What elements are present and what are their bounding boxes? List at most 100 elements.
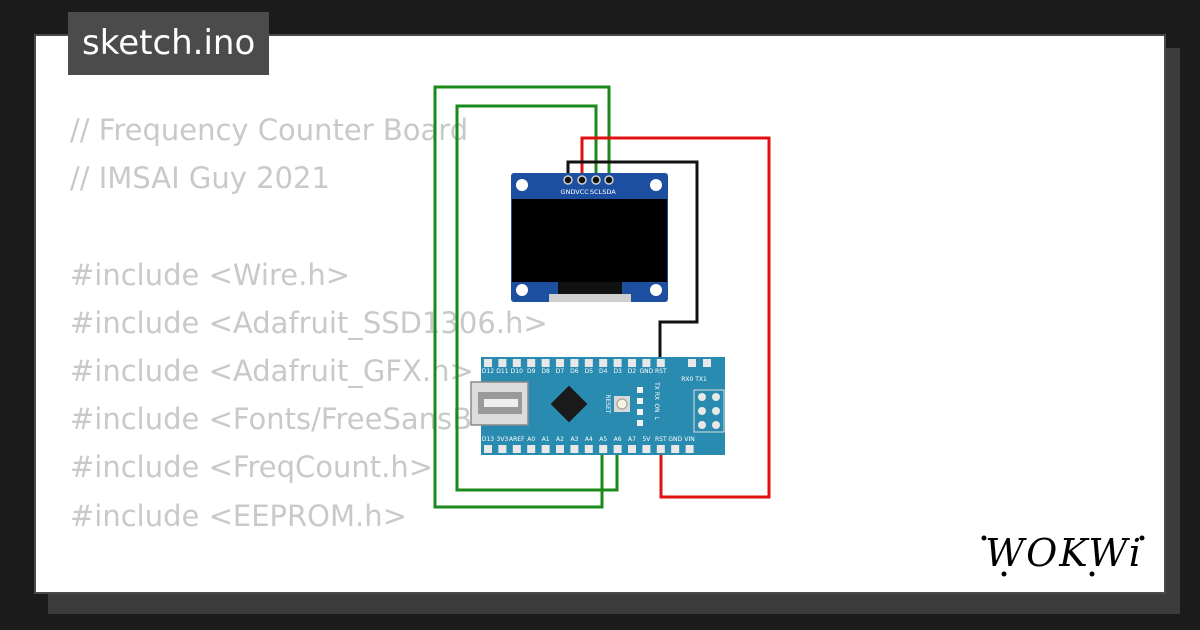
nano-pin-label: D11 [496, 368, 508, 375]
nano-pin[interactable] [671, 445, 680, 453]
led-l [637, 420, 643, 426]
wire-vcc[interactable] [580, 136, 771, 499]
nano-pin[interactable] [599, 445, 608, 453]
nano-pin-extra [703, 359, 711, 367]
nano-pin-label: A2 [556, 436, 564, 443]
nano-pin[interactable] [613, 359, 622, 367]
nano-pin-label: AREF [509, 436, 525, 443]
wire-gnd[interactable] [566, 160, 699, 362]
code-line: #include <Fonts/FreeSansB [70, 402, 473, 437]
nano-pin-label: 5V [642, 436, 651, 443]
logo-dot [981, 535, 987, 541]
oled-mount-hole [650, 284, 662, 296]
code-preview: // Frequency Counter Board// IMSAI Guy 2… [70, 106, 548, 592]
oled-mount-hole [516, 284, 528, 296]
nano-pin[interactable] [613, 445, 622, 453]
nano-pin-label: D2 [628, 368, 637, 375]
oled-screen [512, 199, 667, 282]
nano-bottom-pin-row [484, 445, 694, 453]
wire-sda[interactable] [433, 85, 611, 509]
oled-pin-vcc[interactable] [577, 175, 587, 185]
nano-pin-label: 3V3 [497, 436, 509, 443]
nano-pin-label: A7 [628, 436, 636, 443]
nano-led-label: ON [653, 403, 660, 412]
nano-pin[interactable] [570, 359, 579, 367]
wokwi-logo-text: WOKWi [985, 531, 1143, 575]
oled-ribbon-edge [549, 294, 631, 302]
led-rx [637, 398, 643, 404]
nano-pin[interactable] [484, 445, 492, 453]
oled-pin-sda[interactable] [604, 175, 614, 185]
nano-pin[interactable] [599, 359, 608, 367]
logo-dot [1001, 571, 1007, 577]
nano-pin-extra [688, 359, 696, 367]
nano-pin-label: A6 [614, 436, 622, 443]
logo-dot [1089, 571, 1095, 577]
nano-pin[interactable] [656, 359, 665, 367]
nano-pin[interactable] [527, 445, 536, 453]
oled-pin-label: SDA [602, 188, 616, 196]
nano-pin-label: A4 [585, 436, 593, 443]
nano-pin-label: GND [640, 368, 654, 375]
preview-card: // Frequency Counter Board// IMSAI Guy 2… [34, 34, 1166, 594]
nano-pin[interactable] [656, 445, 665, 453]
nano-pin-label: D8 [541, 368, 550, 375]
nano-pin[interactable] [570, 445, 579, 453]
nano-pin[interactable] [628, 359, 636, 367]
oled-pin-scl[interactable] [591, 175, 601, 185]
nano-pin[interactable] [642, 445, 651, 453]
nano-pin[interactable] [541, 359, 550, 367]
wire-scl[interactable] [455, 104, 619, 492]
nano-pin[interactable] [512, 445, 521, 453]
microcontroller-chip [550, 385, 588, 423]
nano-pin[interactable] [484, 359, 492, 367]
nano-pin[interactable] [628, 445, 636, 453]
nano-pin-label: A5 [599, 436, 607, 443]
nano-pin-label: GND [668, 436, 682, 443]
nano-pin-label: D6 [570, 368, 579, 375]
nano-pin[interactable] [642, 359, 651, 367]
nano-pin-label: D4 [599, 368, 608, 375]
nano-pin-label: D12 [482, 368, 494, 375]
nano-pin[interactable] [584, 359, 593, 367]
nano-pin[interactable] [512, 359, 521, 367]
led-tx [637, 387, 643, 393]
wokwi-logo: WOKWi [976, 524, 1152, 580]
oled-pin-label: SCL [590, 188, 603, 196]
nano-led-label: L [653, 416, 660, 420]
icsp-header [693, 389, 725, 433]
nano-pin-label: D3 [613, 368, 622, 375]
nano-pin[interactable] [527, 359, 536, 367]
nano-pin[interactable] [584, 445, 593, 453]
nano-rx-tx-label: RX0 TX1 [681, 376, 707, 383]
wokwi-logo-art: WOKWi [981, 531, 1145, 577]
code-line: #include <EEPROM.h> [70, 498, 407, 533]
file-tab[interactable]: sketch.ino [68, 12, 270, 75]
nano-pin[interactable] [685, 445, 694, 453]
oled-pins [563, 175, 614, 185]
code-line: #include <Wire.h> [70, 257, 351, 292]
oled-pin-gnd[interactable] [563, 175, 573, 185]
nano-pin[interactable] [556, 445, 564, 453]
reset-button[interactable] [616, 398, 628, 410]
code-line: #include <FreqCount.h> [70, 450, 434, 485]
nano-pin-label: D7 [556, 368, 565, 375]
nano-pin-label: D9 [527, 368, 536, 375]
usb-tongue [484, 399, 518, 407]
nano-pin-label: VIN [684, 436, 694, 443]
code-line: #include <Adafruit_SSD1306.h> [70, 305, 548, 340]
nano-pin[interactable] [556, 359, 564, 367]
code-line: // Frequency Counter Board [70, 113, 469, 147]
nano-pin-label: RST [655, 436, 667, 443]
code-line: #include <Adafruit_GFX.h> [70, 353, 474, 388]
nano-pin[interactable] [498, 445, 507, 453]
nano-pin[interactable] [498, 359, 507, 367]
nano-pin-label: D13 [482, 436, 494, 443]
nano-pin[interactable] [541, 445, 550, 453]
oled-pin-label: GND [561, 188, 576, 196]
